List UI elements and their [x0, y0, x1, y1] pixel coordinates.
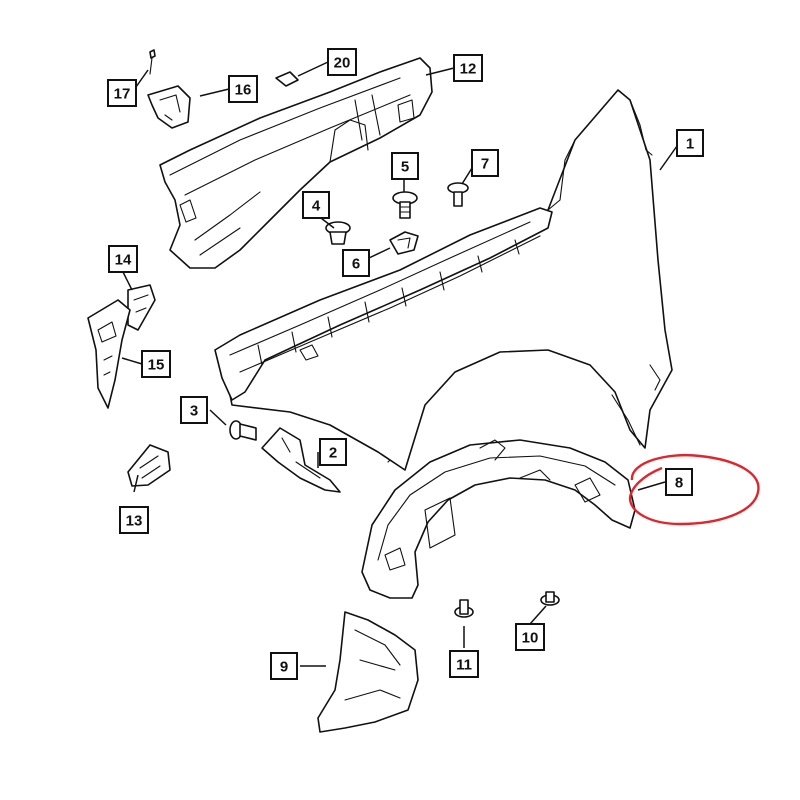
bolt-3-part [229, 420, 257, 441]
callout-10: 10 [515, 623, 545, 651]
bolt-5-part [392, 191, 418, 219]
callout-label: 16 [235, 82, 252, 99]
callout-label: 13 [126, 513, 143, 530]
splash-shield-9-part [317, 611, 419, 733]
callout-6: 6 [342, 249, 370, 277]
screw-7-part [447, 182, 469, 207]
callout-label: 11 [456, 657, 472, 674]
callout-label: 17 [114, 86, 131, 103]
callout-3: 3 [180, 396, 208, 424]
callout-8: 8 [665, 468, 693, 496]
callout-label: 2 [329, 445, 337, 462]
callout-2: 2 [319, 438, 347, 466]
callout-label: 5 [401, 159, 409, 176]
callout-label: 9 [280, 659, 288, 676]
callout-label: 10 [522, 630, 539, 647]
callout-12: 12 [453, 54, 483, 82]
callout-20: 20 [327, 48, 357, 76]
callout-label: 8 [675, 475, 683, 492]
bracket-15-part [87, 299, 131, 409]
clip-6-part [389, 231, 419, 255]
wheelhouse-liner-part [361, 439, 636, 599]
callout-label: 12 [460, 61, 477, 78]
callout-label: 1 [686, 136, 694, 153]
callout-17: 17 [107, 79, 137, 107]
callout-label: 4 [312, 198, 321, 215]
callout-9: 9 [270, 652, 298, 680]
apron-rail-part [159, 57, 433, 269]
bracket-2-part [261, 427, 341, 493]
fastener-10-part [540, 591, 560, 606]
leader-lines [121, 61, 678, 667]
callout-label: 20 [334, 55, 351, 72]
callout-label: 6 [352, 256, 360, 273]
callout-11: 11 [449, 650, 479, 678]
callout-14: 14 [108, 245, 138, 273]
highlight-circle [628, 454, 760, 526]
callout-13: 13 [119, 506, 149, 534]
callout-label: 15 [148, 357, 165, 374]
screw-11-part [454, 599, 474, 618]
bracket-14-part [127, 284, 156, 331]
callout-16: 16 [228, 75, 258, 103]
bracket-13-part [127, 444, 171, 487]
pushpin-4-part [325, 221, 351, 245]
callout-5: 5 [391, 152, 419, 180]
callout-4: 4 [302, 191, 330, 219]
clip-20-part [275, 71, 299, 87]
callout-7: 7 [471, 149, 499, 177]
callout-1: 1 [676, 129, 704, 157]
callout-label: 3 [190, 403, 198, 420]
callout-label: 7 [481, 156, 489, 173]
callout-label: 14 [115, 252, 132, 269]
fender-rail-part [214, 207, 553, 401]
callout-15: 15 [141, 350, 171, 378]
pin-17-part [149, 49, 156, 75]
bracket-16-part [147, 85, 191, 129]
